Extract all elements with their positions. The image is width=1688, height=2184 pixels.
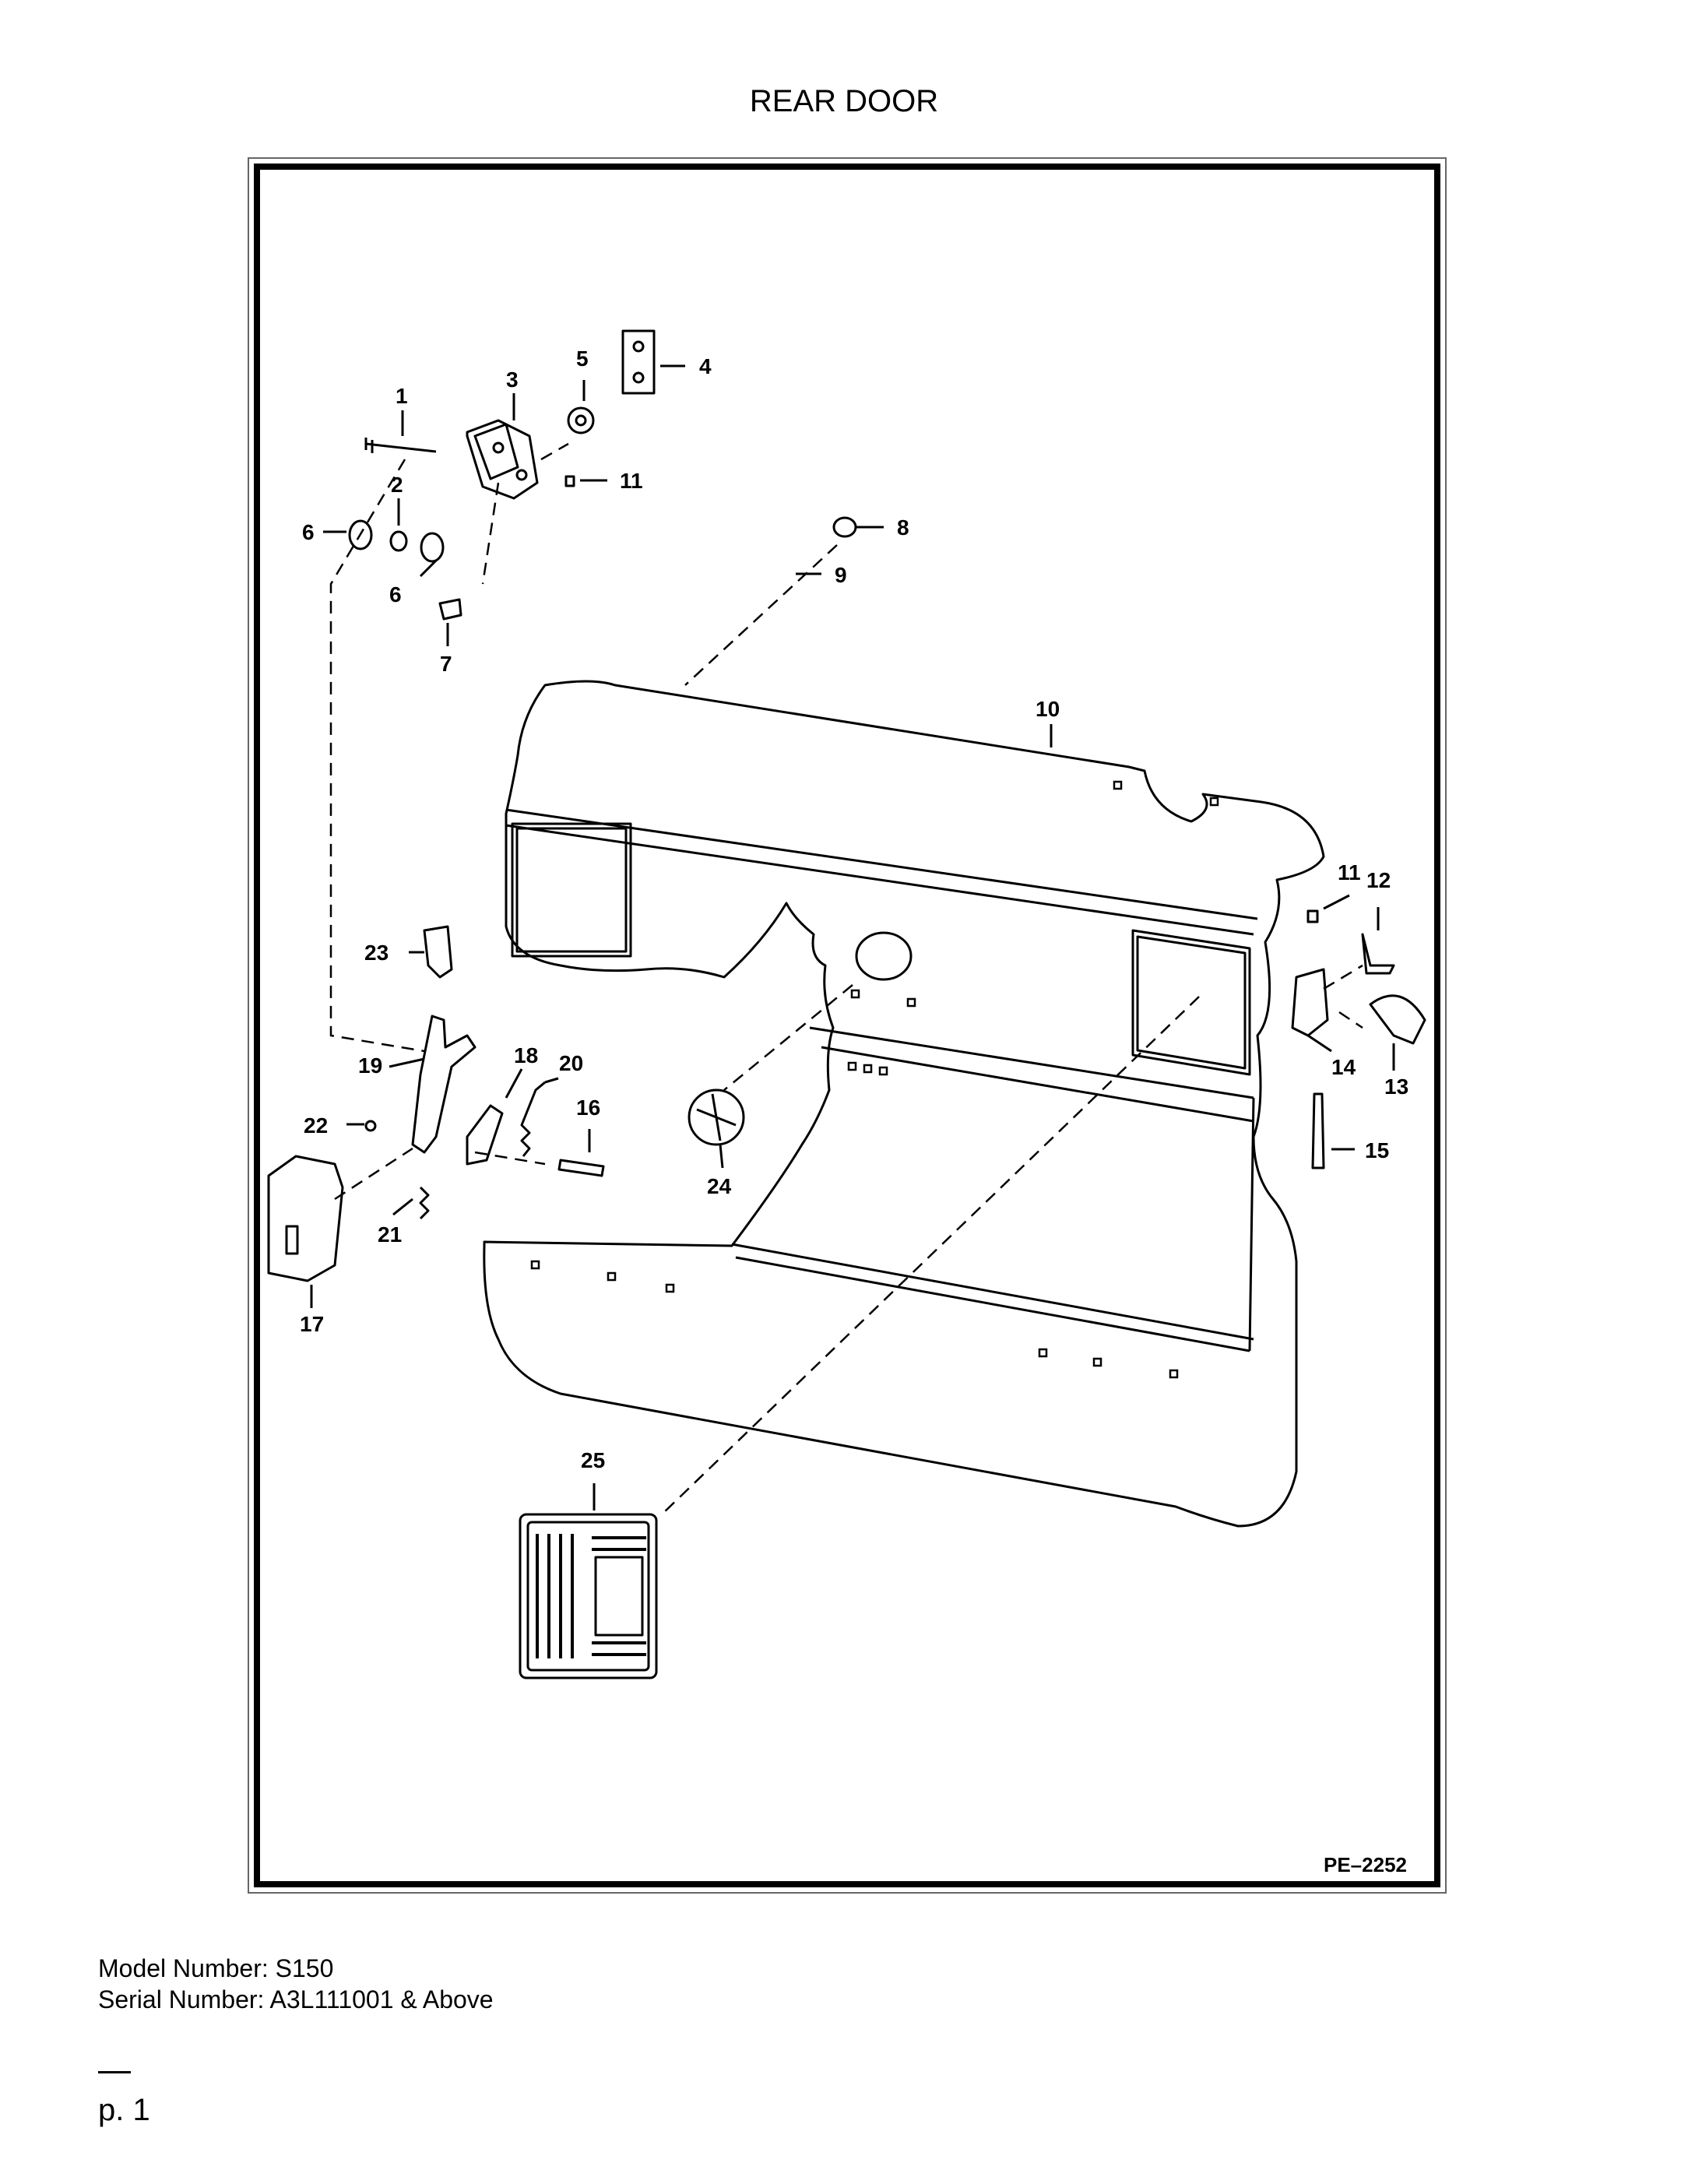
door-grommet <box>855 931 913 981</box>
model-number: Model Number: S150 <box>98 1954 334 1982</box>
callout-11-upper: 11 <box>620 469 643 493</box>
callout-17: 17 <box>300 1312 324 1336</box>
callout-13: 13 <box>1384 1074 1408 1099</box>
page-number: p. 1 <box>98 2093 150 2127</box>
callout-8: 8 <box>897 515 909 540</box>
right-window-opening <box>1131 929 1251 1076</box>
nut-part-11-upper <box>564 475 575 487</box>
latch-housing <box>267 1155 344 1282</box>
spring-part-20 <box>520 1081 546 1157</box>
serial-number: Serial Number: A3L111001 & Above <box>98 1985 494 2013</box>
bushing <box>389 530 408 552</box>
callout-12: 12 <box>1366 868 1391 892</box>
catch-part-13 <box>1369 994 1426 1045</box>
page-title: REAR DOOR <box>749 84 939 118</box>
callout-21: 21 <box>378 1222 402 1247</box>
callout-19: 19 <box>358 1053 382 1078</box>
bracket-part-12 <box>1361 933 1395 975</box>
callout-6-left: 6 <box>302 520 315 544</box>
callout-10: 10 <box>1036 697 1060 721</box>
callout-4: 4 <box>699 354 712 378</box>
callout-18: 18 <box>514 1043 538 1067</box>
callout-25: 25 <box>581 1448 605 1472</box>
callout-6-right: 6 <box>389 582 402 607</box>
callout-23: 23 <box>364 941 389 965</box>
striker-bracket <box>1291 968 1329 1037</box>
drawing-frame-outer <box>248 157 1447 1894</box>
callout-24: 24 <box>707 1174 732 1198</box>
spacer-left <box>348 519 373 550</box>
spring-part-21 <box>419 1186 430 1220</box>
lock-washer <box>567 406 595 434</box>
pawl-part-18 <box>466 1104 504 1166</box>
pin-part-15 <box>1311 1092 1325 1169</box>
washer-part-22 <box>364 1120 377 1132</box>
bolt-part-7 <box>438 598 462 621</box>
vent-part-25 <box>519 1513 658 1679</box>
rear-door-panel <box>483 680 1325 1528</box>
callout-22: 22 <box>304 1113 328 1138</box>
cap-part-8 <box>832 516 857 538</box>
callout-16: 16 <box>576 1096 600 1120</box>
hinge-plate <box>621 329 656 395</box>
callout-15: 15 <box>1365 1138 1389 1162</box>
spacer-right <box>420 532 445 563</box>
bolt-part-16 <box>557 1159 605 1177</box>
latch-lever <box>411 1015 477 1154</box>
page-number-rule <box>98 2071 131 2073</box>
callout-5: 5 <box>576 346 589 371</box>
drawing-code: PE–2252 <box>1324 1853 1407 1876</box>
callout-3: 3 <box>506 368 519 392</box>
nut-part-11-right <box>1306 909 1319 923</box>
bolt-part-1 <box>364 438 437 453</box>
handle-part-23 <box>423 925 453 979</box>
drawing-frame <box>254 164 1440 1887</box>
callout-2: 2 <box>391 473 403 497</box>
hinge-bracket <box>466 419 539 500</box>
callout-11-right: 11 <box>1338 860 1361 885</box>
callout-14: 14 <box>1331 1055 1356 1079</box>
knob-part-24 <box>688 1088 745 1146</box>
callout-20: 20 <box>559 1051 583 1075</box>
left-window-opening <box>511 822 632 958</box>
callout-9: 9 <box>835 563 847 587</box>
callout-1: 1 <box>396 384 408 408</box>
callout-7: 7 <box>440 652 452 676</box>
